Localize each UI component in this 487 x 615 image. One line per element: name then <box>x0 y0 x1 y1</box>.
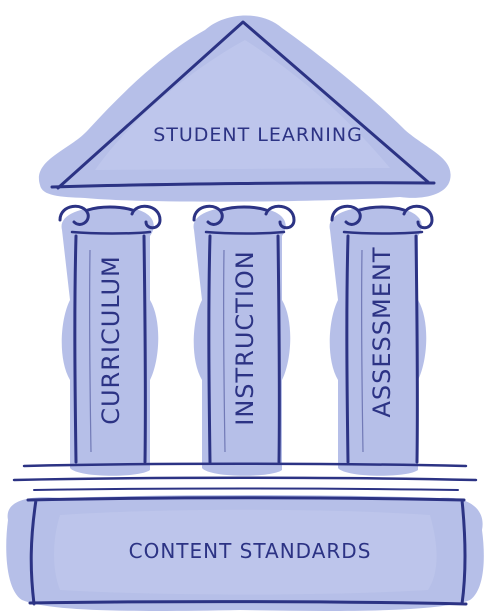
pillar-capital-base <box>70 230 152 235</box>
pillar-right-edge <box>414 234 419 464</box>
roof-wash-light <box>95 40 390 170</box>
pillar-capital <box>192 204 296 230</box>
floor-steps <box>12 462 478 491</box>
pillar-left-edge <box>207 234 212 464</box>
pillar-flute <box>88 249 92 453</box>
base: CONTENT STANDARDS <box>6 495 484 611</box>
step-line <box>12 476 478 482</box>
roof-base-line <box>50 181 436 189</box>
step-line <box>22 462 468 468</box>
pillar-right-edge <box>276 234 281 464</box>
base-wash-light <box>54 509 437 595</box>
roof-outline <box>56 20 430 190</box>
pillar-instruction: INSTRUCTION <box>192 204 296 476</box>
pillar-curriculum: CURRICULUM <box>58 204 162 476</box>
pillar-capital-base <box>342 230 424 235</box>
pillar-assessment: ASSESSMENT <box>329 204 434 476</box>
pillar-label: ASSESSMENT <box>368 246 396 417</box>
pillar-flute <box>222 249 226 453</box>
pillar-capital-base <box>204 230 286 235</box>
pillar-wash <box>61 206 159 476</box>
pillar-capital <box>330 204 434 230</box>
pillar-wash <box>193 206 291 476</box>
pillar-left-edge <box>345 234 350 464</box>
base-outline <box>26 496 468 606</box>
pillar-left-edge <box>73 234 78 464</box>
pillar-capital <box>58 204 162 230</box>
pillar-label: INSTRUCTION <box>231 250 259 426</box>
pillar-label: CURRICULUM <box>97 255 125 425</box>
pillar-flute <box>360 249 364 453</box>
roof: STUDENT LEARNING <box>38 15 451 202</box>
pillar-right-edge <box>142 234 147 464</box>
step-line <box>33 487 459 491</box>
base-label: CONTENT STANDARDS <box>129 539 372 563</box>
roof-label: STUDENT LEARNING <box>153 124 363 146</box>
pillar-wash <box>329 206 427 476</box>
